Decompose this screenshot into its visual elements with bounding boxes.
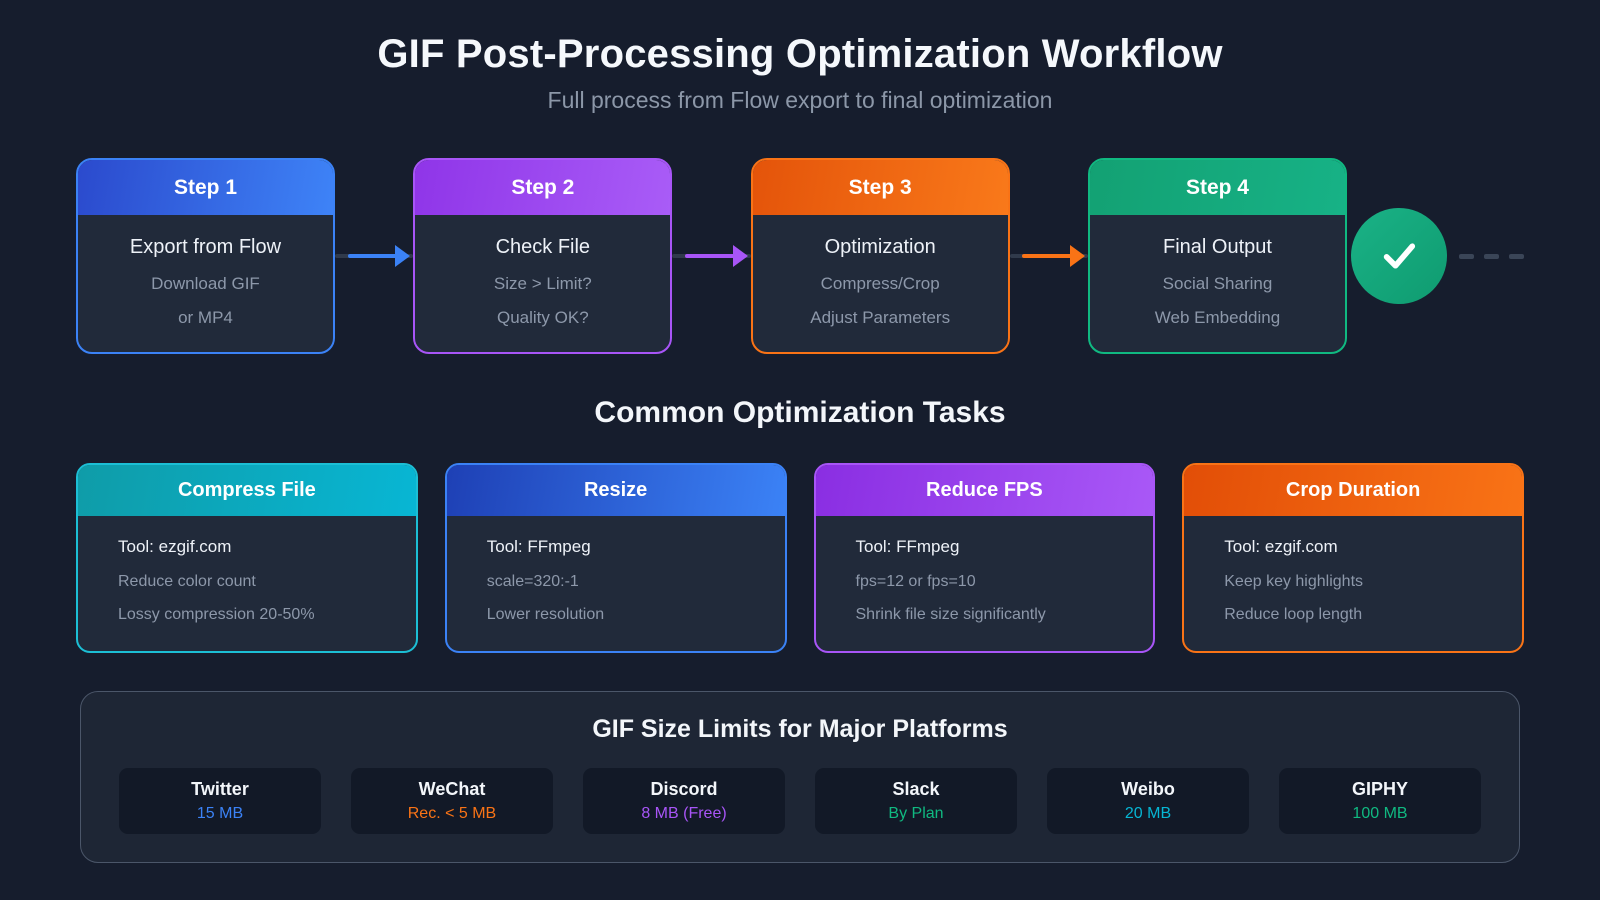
platform-name: Discord [650,779,718,799]
platform-card-weibo: Weibo 20 MB [1047,768,1249,834]
task-detail: Lossy compression 20-50% [118,606,315,623]
page-title: GIF Post-Processing Optimization Workflo… [377,32,1223,76]
task-resize-body: Tool: FFmpeg scale=320:-1 Lower resoluti… [447,516,785,651]
step-3-body: Optimization Compress/Crop Adjust Parame… [753,215,1008,352]
platform-limit: Rec. < 5 MB [407,805,497,822]
step-2-label: Step 2 [511,175,575,199]
platform-limit: 15 MB [196,805,244,822]
step-4-header: Step 4 [1089,160,1345,215]
arrow-line [347,254,399,258]
flow-arrow-2 [672,158,751,354]
platform-name: Slack [892,779,940,799]
platform-name: WeChat [418,779,486,799]
page-subtitle: Full process from Flow export to final o… [547,87,1053,113]
flow-arrow-3 [1009,158,1088,354]
task-detail: Lower resolution [486,606,605,623]
platform-card-wechat: WeChat Rec. < 5 MB [351,768,553,834]
step-2-title: Check File [495,236,591,258]
step-4-title: Final Output [1163,236,1272,258]
step-3-label: Step 3 [848,175,912,199]
task-crop-duration-title: Crop Duration [1285,479,1421,501]
arrow-right-icon [395,245,411,267]
page-header: GIF Post-Processing Optimization Workflo… [0,0,1600,114]
task-tool: Tool: ezgif.com [1224,537,1338,556]
task-compress-body: Tool: ezgif.com Reduce color count Lossy… [78,516,416,651]
step-3-detail: Compress/Crop [820,274,940,293]
task-card-compress: Compress File Tool: ezgif.com Reduce col… [76,463,418,653]
step-2-detail: Size > Limit? [493,274,592,293]
step-card-3: Step 3 Optimization Compress/Crop Adjust… [750,158,1010,354]
size-limits-panel: GIF Size Limits for Major Platforms Twit… [80,691,1520,863]
task-resize-header: Resize [446,465,785,516]
step-1-header: Step 1 [78,160,333,215]
step-1-detail: or MP4 [178,308,233,327]
connector-dashes [1458,253,1524,259]
size-limits-heading: GIF Size Limits for Major Platforms [592,715,1008,743]
platform-name: Weibo [1121,779,1175,799]
task-reduce-fps-title: Reduce FPS [926,479,1043,501]
step-4-body: Final Output Social Sharing Web Embeddin… [1090,215,1345,352]
task-detail: Shrink file size significantly [855,606,1046,623]
task-reduce-fps-body: Tool: FFmpeg fps=12 or fps=10 Shrink fil… [816,516,1154,651]
step-3-title: Optimization [824,236,936,258]
task-detail: Reduce color count [118,573,256,590]
task-card-reduce-fps: Reduce FPS Tool: FFmpeg fps=12 or fps=10… [813,463,1156,653]
task-detail: Keep key highlights [1224,573,1364,590]
platform-card-giphy: GIPHY 100 MB [1279,768,1481,834]
task-crop-duration-header: Crop Duration [1184,465,1522,516]
success-circle [1350,208,1447,304]
arrow-right-icon [732,245,748,267]
step-2-header: Step 2 [415,160,671,215]
task-tool: Tool: FFmpeg [855,537,960,556]
platform-card-slack: Slack By Plan [815,768,1017,834]
platform-limit: 20 MB [1124,805,1172,822]
step-4-detail: Social Sharing [1162,274,1273,293]
arrow-right-icon [1069,245,1085,267]
platform-card-discord: Discord 8 MB (Free) [583,768,785,834]
platform-card-twitter: Twitter 15 MB [119,768,321,834]
dash [1508,253,1524,259]
platform-name: GIPHY [1351,779,1408,799]
task-detail: scale=320:-1 [486,573,579,590]
step-3-header: Step 3 [752,160,1008,215]
platform-limit: 100 MB [1352,805,1408,822]
step-2-detail: Quality OK? [497,308,589,327]
task-reduce-fps-header: Reduce FPS [815,465,1154,516]
tasks-section-heading: Common Optimization Tasks [594,396,1006,429]
arrow-line [684,254,736,258]
task-card-crop-duration: Crop Duration Tool: ezgif.com Keep key h… [1182,463,1524,653]
task-compress-title: Compress File [177,479,316,501]
step-1-detail: Download GIF [151,274,260,293]
task-tool: Tool: FFmpeg [486,537,591,556]
tasks-row: Compress File Tool: ezgif.com Reduce col… [0,463,1600,653]
step-2-body: Check File Size > Limit? Quality OK? [415,215,670,352]
platform-limit: By Plan [888,805,944,822]
dash [1483,253,1499,259]
step-4-detail: Web Embedding [1154,308,1281,327]
platform-limit: 8 MB (Free) [641,805,727,822]
check-icon [1383,243,1416,269]
task-resize-title: Resize [583,479,648,501]
step-1-title: Export from Flow [129,236,282,258]
step-1-body: Export from Flow Download GIF or MP4 [78,215,333,352]
task-card-resize: Resize Tool: FFmpeg scale=320:-1 Lower r… [444,463,787,653]
task-detail: fps=12 or fps=10 [855,573,976,590]
platforms-row: Twitter 15 MB WeChat Rec. < 5 MB Discord… [81,768,1519,834]
task-compress-header: Compress File [78,465,416,516]
task-crop-duration-body: Tool: ezgif.com Keep key highlights Redu… [1184,516,1522,651]
step-1-label: Step 1 [173,175,238,199]
flow-arrow-1 [335,158,414,354]
step-4-label: Step 4 [1185,175,1249,199]
step-card-1: Step 1 Export from Flow Download GIF or … [76,158,335,354]
task-tool: Tool: ezgif.com [118,537,232,556]
step-card-2: Step 2 Check File Size > Limit? Quality … [413,158,673,354]
platform-name: Twitter [191,779,249,799]
workflow-steps-row: Step 1 Export from Flow Download GIF or … [0,158,1600,354]
arrow-line [1022,254,1073,258]
step-card-4: Step 4 Final Output Social Sharing Web E… [1087,158,1347,354]
task-detail: Reduce loop length [1224,606,1363,623]
step-3-detail: Adjust Parameters [810,308,951,327]
dash [1458,253,1474,259]
